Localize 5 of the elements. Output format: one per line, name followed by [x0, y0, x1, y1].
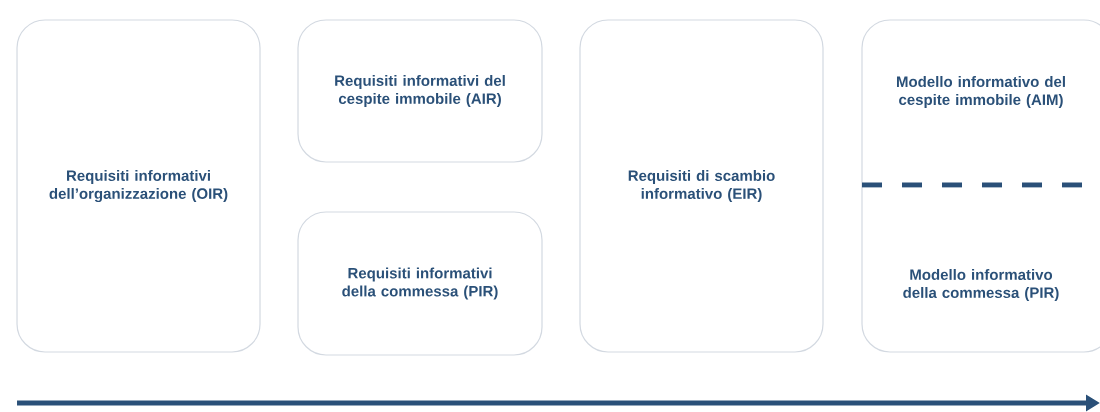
- rounded-box: Requisiti informativi della commessa (PIR): [297, 211, 543, 356]
- rounded-box: Modello informativo del cespite immobile (AIM) Modello informativo della commessa (PIR): [861, 19, 1100, 353]
- rounded-box: Requisiti informativi del cespite immobile (AIR): [297, 19, 543, 163]
- rounded-box: Requisiti di scambio informativo (EIR): [579, 19, 824, 353]
- rounded-box: Requisiti informativi dell’organizzazione (OIR): [16, 19, 261, 353]
